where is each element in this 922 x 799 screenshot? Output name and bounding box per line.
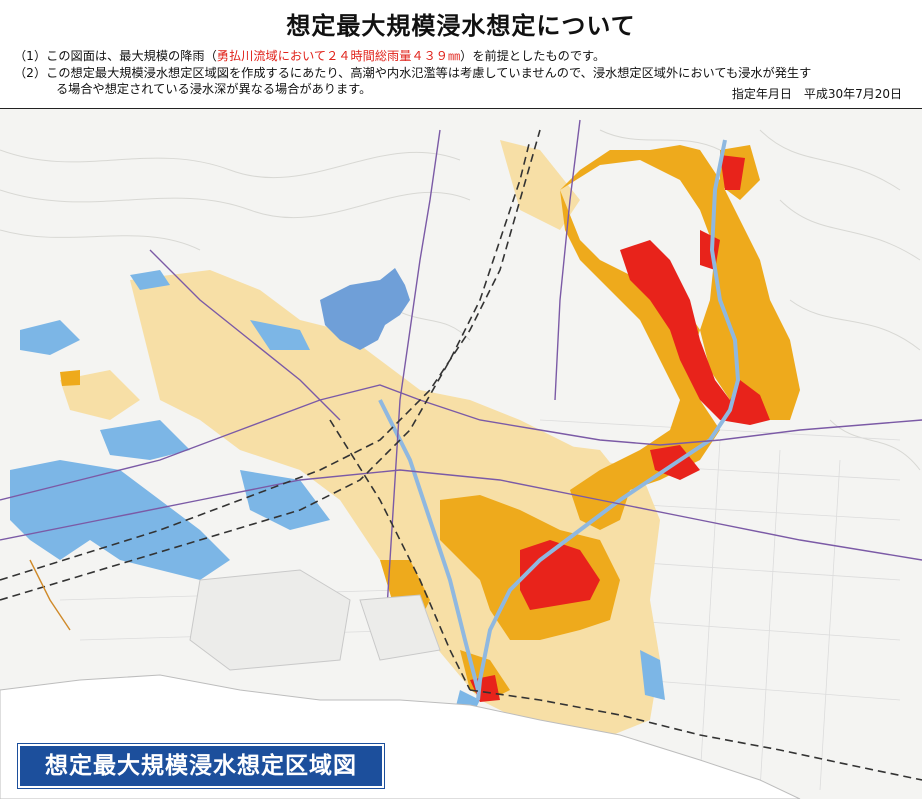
roads (0, 119, 922, 641)
note-1: （1）この図面は、最大規模の降雨（勇払川流域において２４時間総雨量４３９㎜）を前… (14, 48, 605, 64)
note-1-suffix: ）を前提としたものです。 (460, 49, 606, 63)
harbour (189, 569, 441, 671)
flood-zone-inland (10, 270, 665, 720)
terrain-contours (0, 129, 921, 471)
lake (320, 268, 410, 350)
note-2-line-2: る場合や想定されている浸水深が異なる場合があります。 (56, 82, 372, 96)
railways (0, 129, 922, 781)
rivers (378, 139, 741, 701)
note-1-prefix: （1）この図面は、最大規模の降雨（ (14, 49, 217, 63)
designation-date: 指定年月日 平成30年7月20日 (731, 87, 902, 101)
street-grid (59, 419, 901, 791)
map-caption: 想定最大規模浸水想定区域図 (18, 744, 384, 788)
header-panel: 想定最大規模浸水想定について （1）この図面は、最大規模の降雨（勇払川流域におい… (0, 0, 922, 109)
page-title: 想定最大規模浸水想定について (286, 12, 636, 40)
local-road (29, 559, 71, 631)
flood-map[interactable] (0, 109, 922, 799)
note-2-line-1: （2）この想定最大規模浸水想定区域図を作成するにあたり、高潮や内水氾濫等は考慮し… (14, 66, 812, 80)
map-canvas (0, 119, 922, 799)
note-1-highlight: 勇払川流域において２４時間総雨量４３９㎜ (216, 49, 461, 63)
